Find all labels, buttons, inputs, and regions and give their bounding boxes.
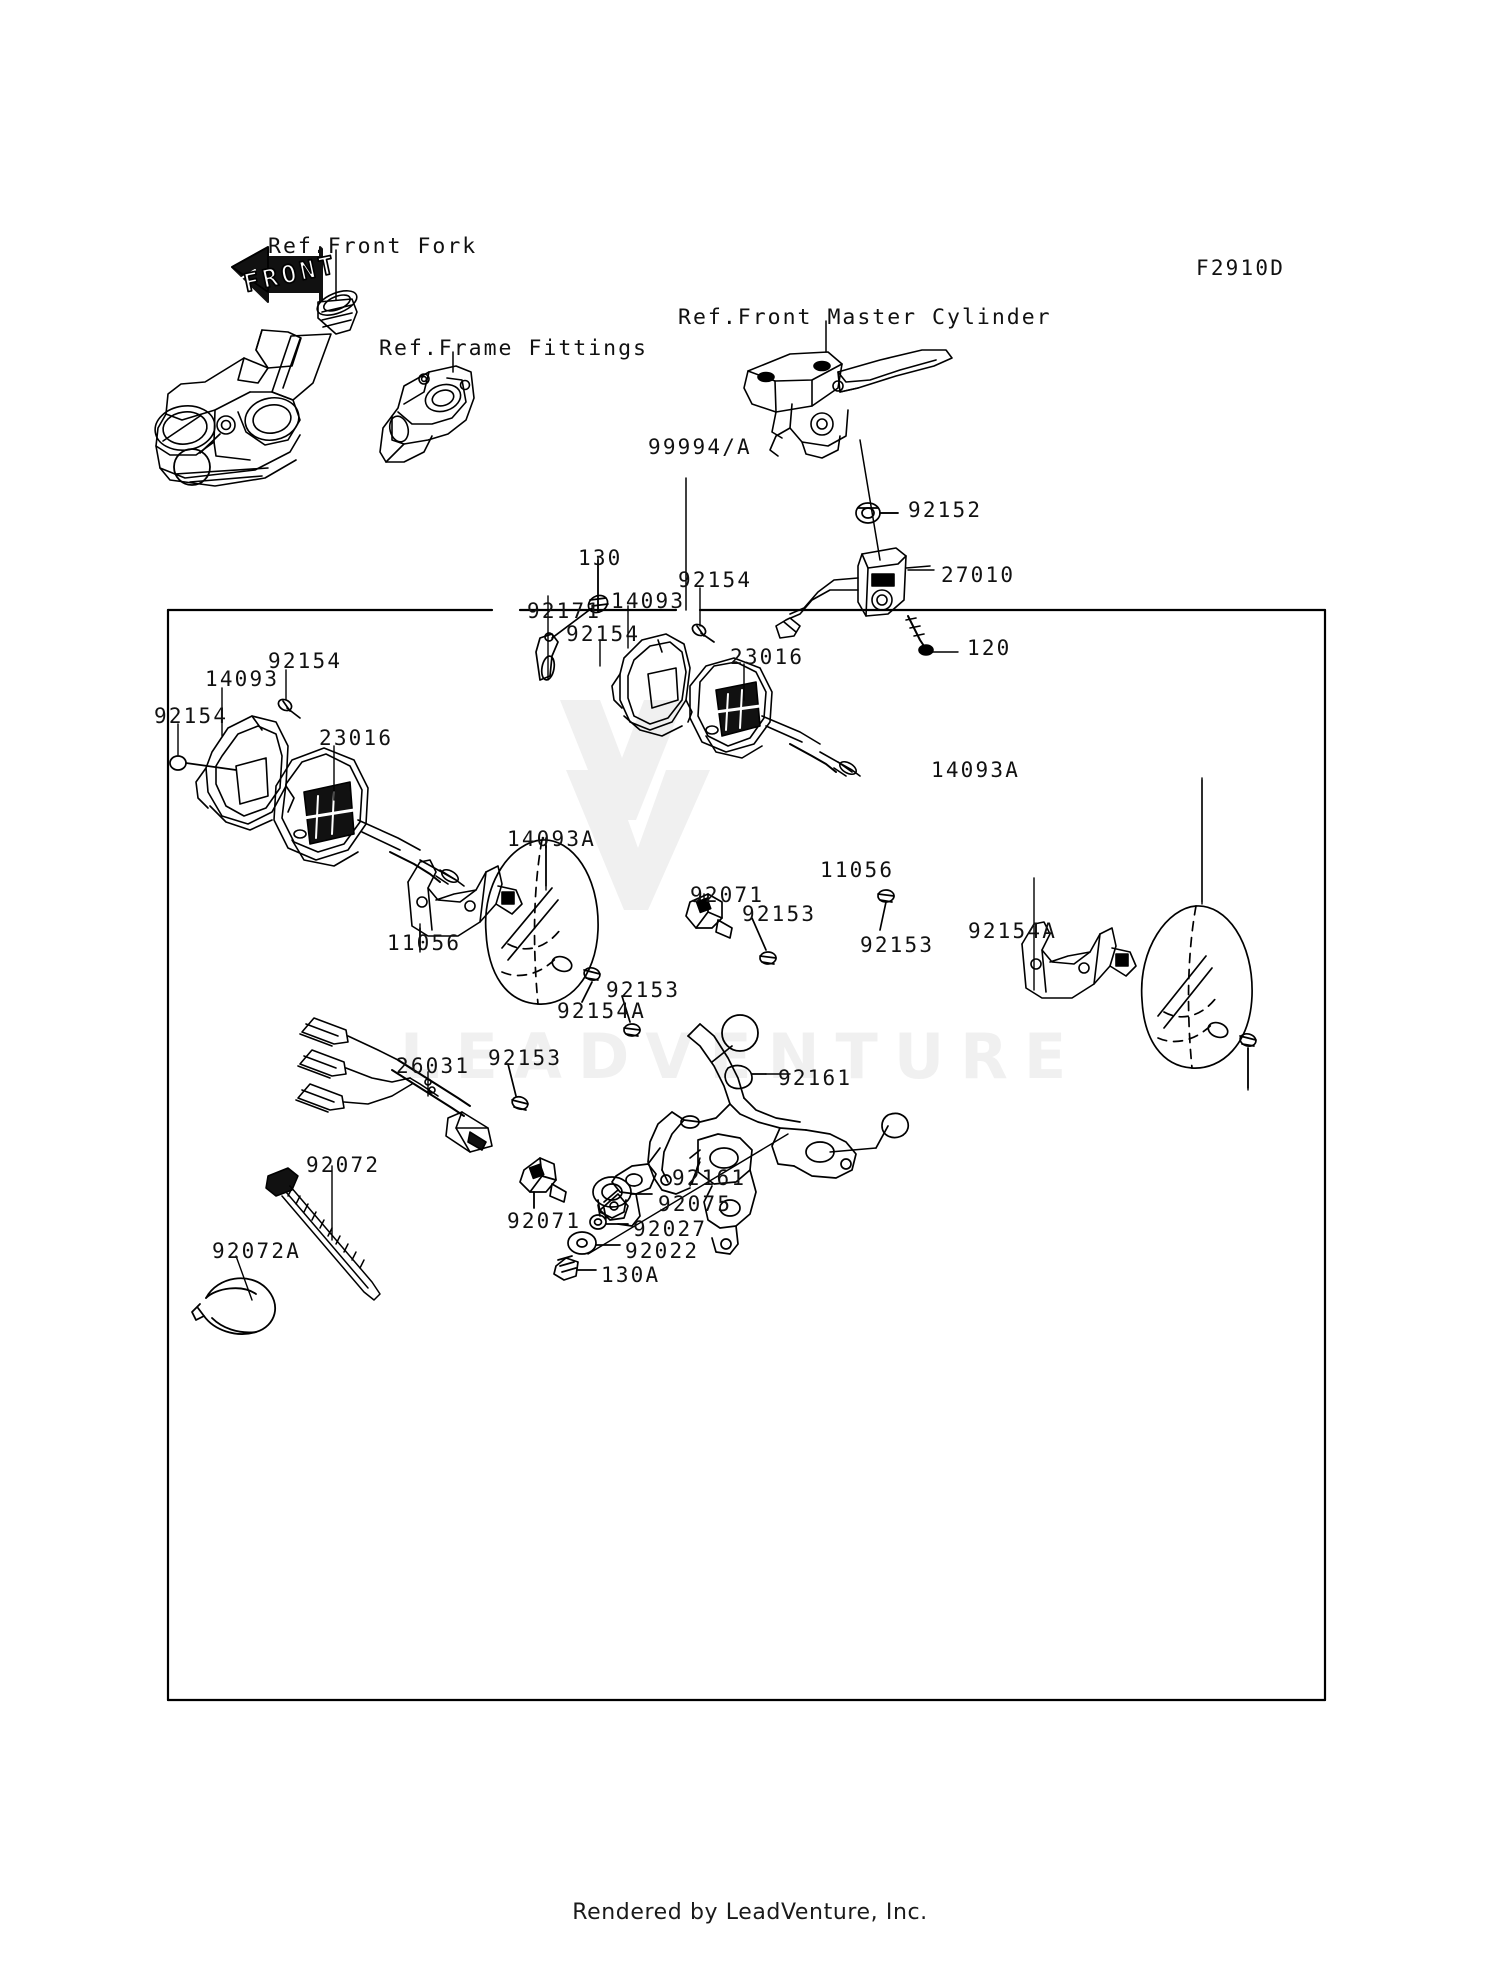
part-92153-illustrations [507, 889, 895, 1111]
part-23016-right-illustration [689, 657, 861, 777]
part-92154-right-illustration [691, 623, 715, 643]
part-label-92022: 92022 [625, 1239, 700, 1263]
part-label-14093A-left: 14093A [507, 827, 597, 851]
part-label-92071-left: 92071 [507, 1209, 582, 1233]
part-11056-right-illustration [1021, 921, 1137, 999]
part-label-92072A: 92072A [212, 1239, 302, 1263]
kit-label-99994: 99994/A [648, 435, 752, 459]
part-label-92154A-left: 92154A [557, 999, 647, 1023]
callout-circle-a-top [173, 433, 221, 486]
part-130A-illustration [553, 1255, 597, 1281]
part-label-14093-left: 14093 [205, 667, 280, 691]
part-label-92153-c: 92153 [606, 978, 681, 1002]
part-label-92154-l: 92154 [154, 704, 229, 728]
part-92072-illustration [265, 1167, 381, 1301]
part-label-92154A-right: 92154A [968, 919, 1058, 943]
central-bracket-illustration [587, 1023, 857, 1255]
part-14093-left-illustration [195, 715, 295, 831]
part-92072A-illustration [191, 1277, 276, 1335]
part-label-92071-right: 92071 [690, 883, 765, 907]
part-92022-illustration [567, 1231, 621, 1255]
part-11056-left-illustration [407, 859, 523, 937]
part-label-120: 120 [967, 636, 1012, 660]
reference-leaders [335, 249, 827, 373]
part-label-92072: 92072 [306, 1153, 381, 1177]
part-27010-illustration [775, 547, 934, 656]
ref-label-front-master-cylinder: Ref.Front Master Cylinder [678, 305, 1052, 330]
part-label-92154-lt: 92154 [268, 649, 343, 673]
part-92071-left-illustration [519, 1157, 567, 1209]
part-label-26031: 26031 [396, 1054, 471, 1078]
part-label-11056-right: 11056 [820, 858, 895, 882]
part-label-92027: 92027 [633, 1217, 708, 1241]
part-14093-right-illustration [611, 633, 693, 737]
part-label-27010: 27010 [941, 563, 1016, 587]
part-label-23016-right: 23016 [730, 645, 805, 669]
part-label-92152: 92152 [908, 498, 983, 522]
part-92071-right-illustration [685, 893, 733, 939]
part-label-92075: 92075 [658, 1192, 733, 1216]
part-14093A-left-illustration [484, 839, 599, 1005]
part-92154-left-side-illustration [169, 755, 237, 771]
part-92171-illustration [535, 607, 593, 681]
part-label-14093-center: 14093 [611, 589, 686, 613]
render-credit-footer: Rendered by LeadVenture, Inc. [572, 1900, 928, 1925]
front-fork-illustration [154, 290, 358, 487]
part-92161-illustrations [724, 1064, 910, 1149]
part-92154-left-top-illustration [277, 698, 301, 719]
part-label-23016-left: 23016 [319, 726, 394, 750]
part-label-92161-b: 92161 [672, 1166, 747, 1190]
part-label-130: 130 [578, 546, 623, 570]
diagram-id: F2910D [1196, 256, 1286, 280]
part-label-92153-d: 92153 [488, 1046, 563, 1070]
part-23016-left-illustration [273, 747, 465, 887]
callout-circle-a-bottom [711, 1014, 759, 1063]
part-label-92171: 92171 [527, 599, 602, 623]
ref-label-front-fork: Ref.Front Fork [268, 234, 478, 259]
part-26031-illustration [295, 1017, 493, 1153]
part-label-92154-c1: 92154 [678, 568, 753, 592]
part-label-11056-left: 11056 [387, 931, 462, 955]
front-master-cylinder-illustration [743, 349, 953, 459]
part-14093A-right-illustration [1140, 905, 1253, 1069]
part-label-92153-a: 92153 [742, 902, 817, 926]
part-92075-illustration [592, 1176, 653, 1220]
part-label-130A: 130A [601, 1263, 661, 1287]
part-label-92161-a: 92161 [778, 1066, 853, 1090]
frame-fittings-illustration [379, 365, 475, 463]
part-label-14093A-right: 14093A [931, 758, 1021, 782]
part-92027-illustration [589, 1214, 629, 1230]
part-label-92153-b: 92153 [860, 933, 935, 957]
part-label-92154-c2: 92154 [566, 622, 641, 646]
ref-label-frame-fittings: Ref.Frame Fittings [379, 336, 648, 361]
